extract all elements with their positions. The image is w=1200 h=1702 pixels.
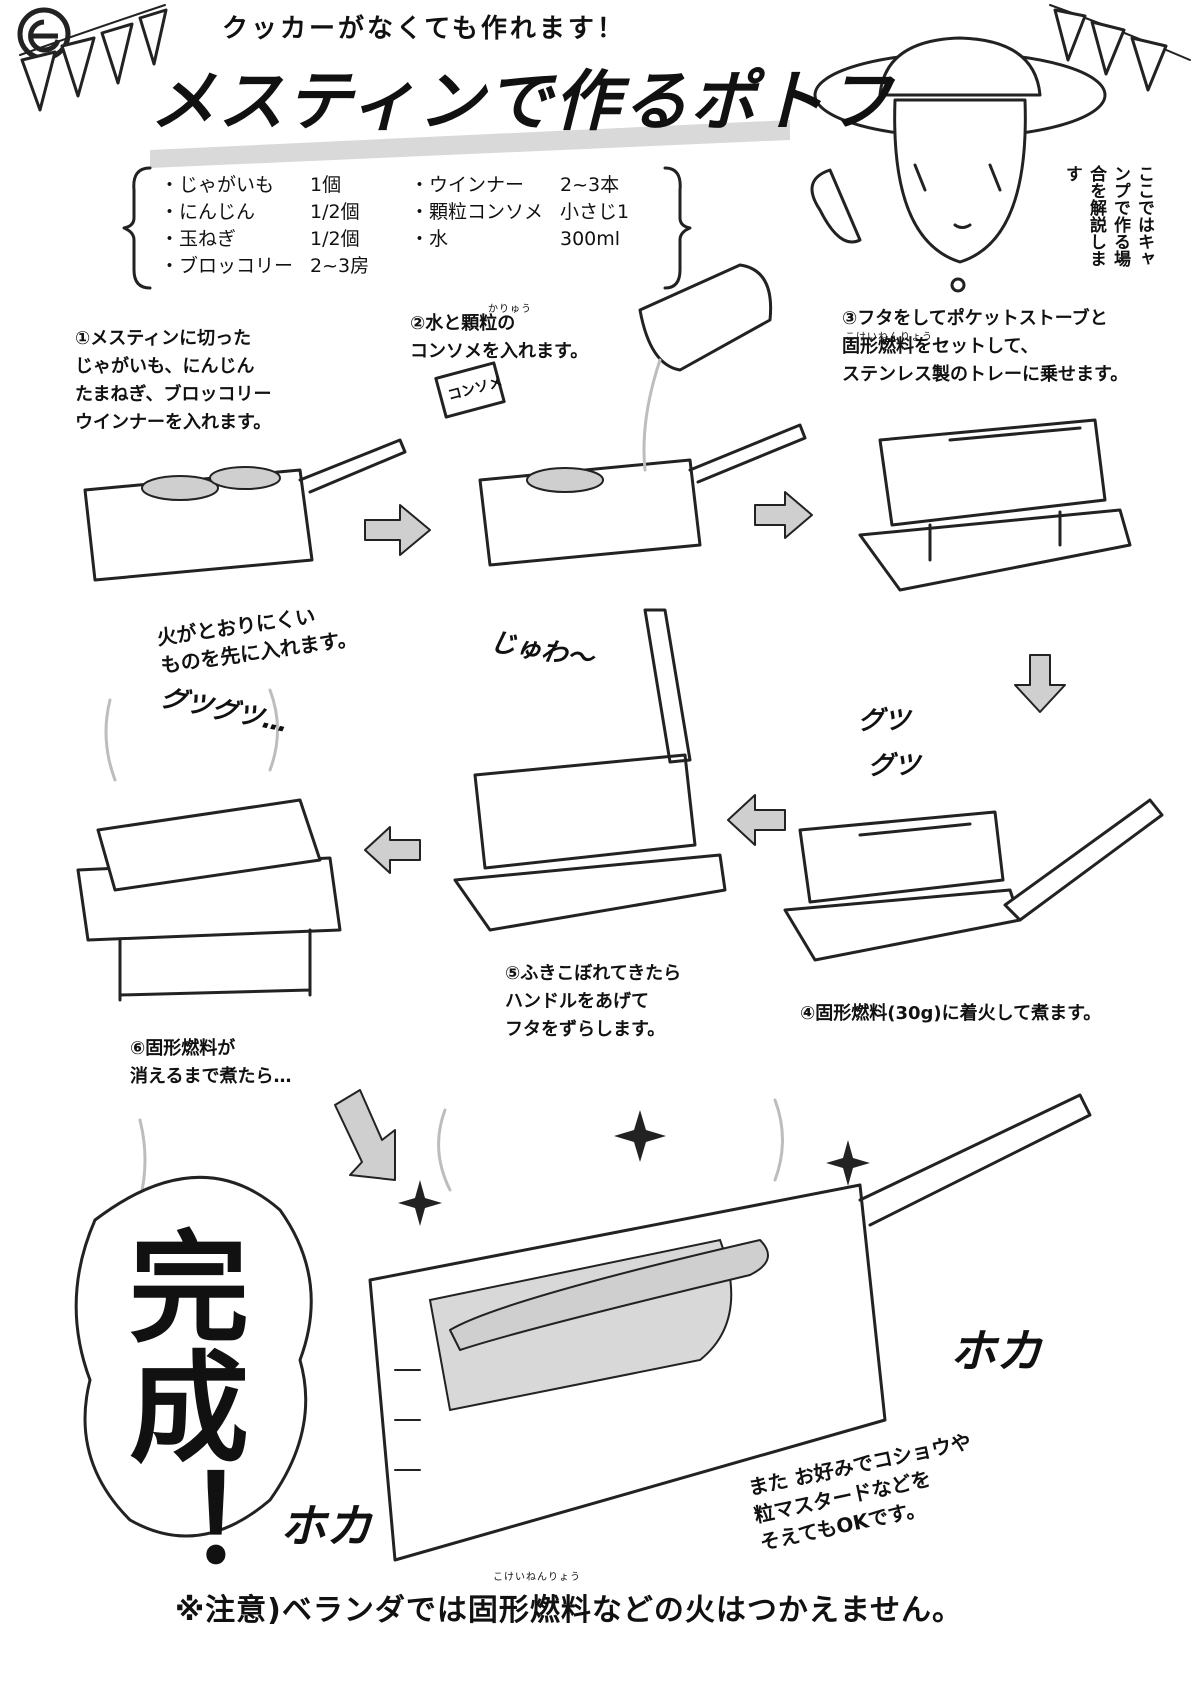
ingredient-list-right: ・ウインナー 2~3本 ・顆粒コンソメ 小さじ1 ・水 300ml xyxy=(410,172,629,253)
step6-text: ⑥固形燃料が 消えるまで煮たら… xyxy=(130,1038,292,1087)
caution-text: ※注意)ベランダでは固形燃料などの火はつかえません。 xyxy=(175,1593,963,1628)
bunting-left xyxy=(19,4,168,112)
sfx-gutsu-a: グツ xyxy=(858,706,911,736)
ingredient-row: ・にんじん 1/2個 xyxy=(160,199,369,226)
ingredient-row: ・玉ねぎ 1/2個 xyxy=(160,226,369,253)
sfx-gutsu-b: グツ xyxy=(868,751,921,781)
final-pot xyxy=(138,1093,1092,1562)
arrow-step1-to-2 xyxy=(364,504,431,556)
arrow-step4-to-5 xyxy=(727,794,786,846)
step4-stove-lighter xyxy=(783,798,1164,962)
step4-text: ④固形燃料(30g)に着火して煮ます。 xyxy=(800,1003,1102,1024)
step2-ruby: かりゅう xyxy=(488,304,532,315)
page-subtitle: クッカーがなくても作れます！ xyxy=(222,14,626,44)
ingredient-amount: 1個 xyxy=(310,174,342,196)
sfx-hoka-1: ホカ xyxy=(950,1324,1042,1378)
step2-text: ②水と顆粒の コンソメを入れます。 xyxy=(410,313,589,362)
ingredient-row: ・ブロッコリー 2~3房 xyxy=(160,253,369,280)
ingredient-list-left: ・じゃがいも 1個 ・にんじん 1/2個 ・玉ねぎ 1/2個 ・ブロッコリー 2… xyxy=(160,172,369,280)
caution-ruby: こけいねんりょう xyxy=(493,1572,581,1583)
ingredient-name: ・ウインナー xyxy=(410,174,525,196)
step5-text: ⑤ふきこぼれてきたら ハンドルをあげて フタをずらします。 xyxy=(505,963,682,1040)
ingredient-amount: 1/2個 xyxy=(310,201,360,223)
step1-text: ①メスティンに切った じゃがいも、にんじん たまねぎ、ブロッコリー ウインナーを… xyxy=(75,328,272,433)
ingredient-name: ・顆粒コンソメ xyxy=(410,201,544,223)
step3-stove-set xyxy=(858,418,1132,592)
ingredient-row: ・顆粒コンソメ 小さじ1 xyxy=(410,199,629,226)
arrow-step3-to-4 xyxy=(1014,654,1066,713)
sfx-hoka-2: ホカ xyxy=(280,1499,372,1553)
ingredient-name: ・水 xyxy=(410,228,449,250)
title-underline xyxy=(150,120,790,168)
ingredient-name: ・にんじん xyxy=(160,201,256,223)
step6-stove-lid-off xyxy=(76,688,342,1002)
ingredient-name: ・玉ねぎ xyxy=(160,228,237,250)
step3-ruby: こけいねんりょう xyxy=(845,332,933,343)
consomme-packet xyxy=(434,361,506,419)
step1-pot xyxy=(83,438,407,582)
brace-right xyxy=(663,166,692,290)
ingredient-name: ・じゃがいも xyxy=(160,174,275,196)
arrow-step2-to-3 xyxy=(754,491,813,539)
bunting-right xyxy=(1049,4,1191,92)
arrow-step5-to-6 xyxy=(364,826,421,874)
ingredient-amount: 300ml xyxy=(560,228,621,250)
step3-text: ③フタをしてポケットストーブと 固形燃料をセットして、 ステンレス製のトレーに乗… xyxy=(842,308,1129,385)
ingredient-row: ・水 300ml xyxy=(410,226,629,253)
ingredient-amount: 2~3本 xyxy=(560,174,620,196)
completion-text: 完成！ xyxy=(108,1225,247,1585)
ingredient-amount: 1/2個 xyxy=(310,228,360,250)
page-title: メスティンで作るポトフ xyxy=(150,63,895,140)
site-logo xyxy=(17,7,71,61)
ingredient-amount: 2~3房 xyxy=(310,255,370,277)
ingredient-amount: 小さじ1 xyxy=(560,201,630,223)
completion-bubble xyxy=(74,1175,313,1538)
ingredient-row: ・じゃがいも 1個 xyxy=(160,172,369,199)
character-illustration xyxy=(810,36,1107,293)
step2-pot-and-bottle xyxy=(434,263,807,567)
ingredient-row: ・ウインナー 2~3本 xyxy=(410,172,629,199)
arrow-step6-to-done xyxy=(334,1089,396,1181)
character-note: ここではキャンプで作る場合を解説します xyxy=(1062,165,1154,267)
brace-left xyxy=(122,166,152,290)
ingredient-name: ・ブロッコリー xyxy=(160,255,294,277)
step5-stove-open xyxy=(453,608,727,932)
